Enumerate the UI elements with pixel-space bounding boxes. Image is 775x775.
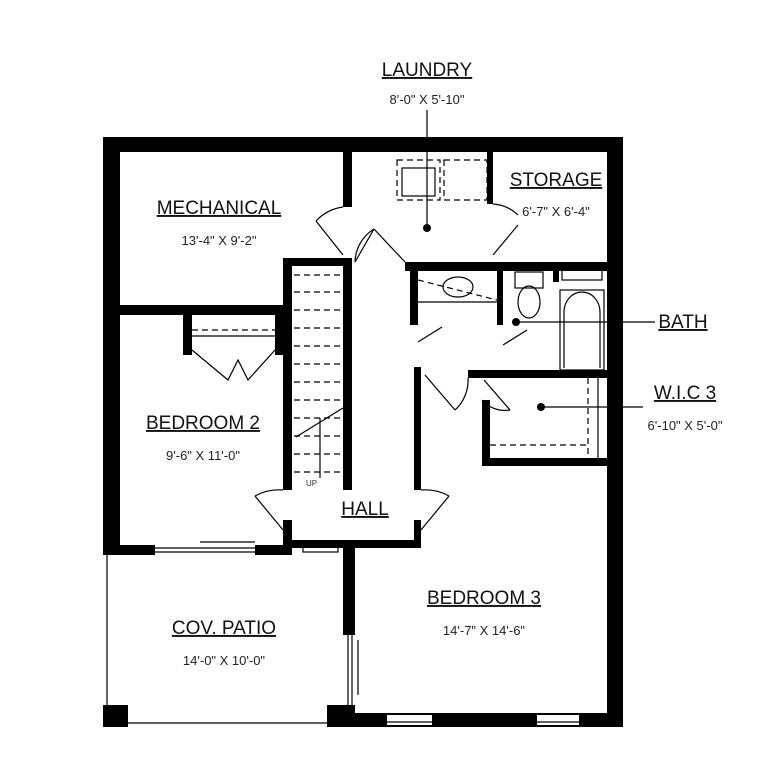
stairs: UP — [294, 274, 344, 488]
room-name-wic3: W.I.C 3 — [654, 383, 716, 404]
room-size-bedroom2: 9'-6" X 11'-0" — [166, 448, 240, 463]
room-name-hall: HALL — [341, 499, 389, 520]
room-size-laundry: 8'-0" X 5'-10" — [390, 92, 465, 107]
room-name-patio: COV. PATIO — [172, 618, 276, 639]
stair-up-label: UP — [306, 479, 317, 488]
room-name-storage: STORAGE — [510, 170, 603, 191]
room-size-mechanical: 13'-4" X 9'-2" — [182, 233, 257, 248]
room-size-wic3: 6'-10" X 5'-0" — [648, 418, 723, 433]
room-name-bedroom3: BEDROOM 3 — [427, 588, 541, 609]
leaders — [423, 110, 655, 411]
room-size-storage: 6'-7" X 6'-4" — [522, 204, 590, 219]
room-name-laundry: LAUNDRY — [382, 60, 473, 81]
room-name-mechanical: MECHANICAL — [157, 198, 282, 219]
walls — [103, 137, 623, 727]
room-name-bath: BATH — [658, 312, 707, 333]
doors — [254, 203, 528, 531]
fixtures: UP — [106, 159, 605, 725]
room-size-patio: 14'-0" X 10'-0" — [183, 653, 266, 668]
room-size-bedroom3: 14'-7" X 14'-6" — [443, 623, 526, 638]
room-name-bedroom2: BEDROOM 2 — [146, 413, 260, 434]
